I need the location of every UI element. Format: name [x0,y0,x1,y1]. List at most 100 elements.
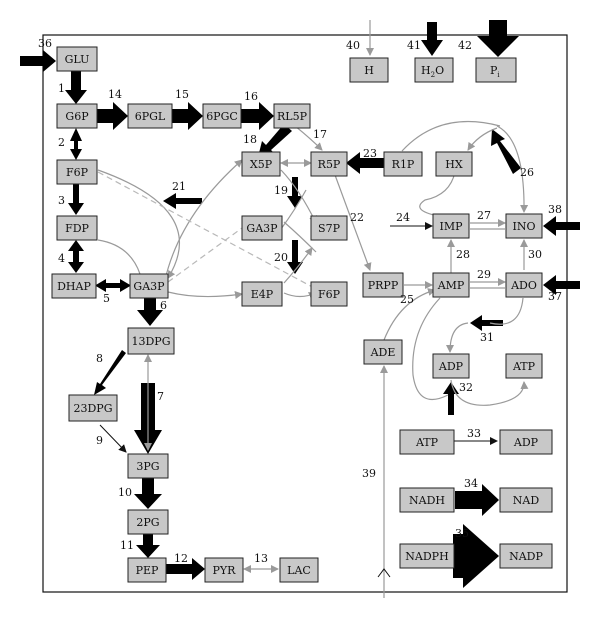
node-6pgl[interactable]: 6PGL [127,103,173,129]
node-13dpg[interactable]: 13DPG [127,327,175,355]
flux-arrow-14 [97,102,128,130]
node-prpp[interactable]: PRPP [362,272,404,298]
node-2pg[interactable]: 2PG [127,509,169,535]
node-g6p[interactable]: G6P [56,103,98,129]
svg-text:ATP: ATP [415,436,439,449]
node-ga3p-mid[interactable]: GA3P [241,215,283,241]
reaction-number-25: 25 [400,293,414,306]
svg-text:RL5P: RL5P [277,110,308,123]
flux-arrow-38 [543,216,580,236]
flux-arrows [20,20,580,588]
svg-text:INO: INO [513,220,536,233]
node-pep[interactable]: PEP [127,557,167,583]
flux-arrow-10 [134,478,162,509]
reaction-number-33: 33 [467,427,481,440]
reaction-number-35: 35 [455,527,469,540]
node-r5p[interactable]: R5P [310,151,348,177]
node-f6p-left[interactable]: F6P [56,159,98,185]
node-adp-33[interactable]: ADP [499,429,553,455]
svg-text:ADO: ADO [510,279,537,292]
svg-text:GA3P: GA3P [246,222,278,235]
flux-arrow-11 [136,533,160,558]
reaction-number-5: 5 [103,292,110,305]
reaction-number-24: 24 [396,211,410,224]
reaction-number-15: 15 [175,88,189,101]
flux-arrow-3 [68,184,84,215]
node-lac[interactable]: LAC [279,557,319,583]
node-ado[interactable]: ADO [505,272,543,298]
svg-text:Pi: Pi [490,64,500,79]
flux-arrow-41 [421,22,443,56]
flux-arrow-15 [172,102,203,130]
node-glu[interactable]: GLU [56,46,98,72]
reaction-number-10: 10 [118,486,132,499]
node-nadh[interactable]: NADH [399,487,455,513]
svg-text:PYR: PYR [213,564,237,577]
node-imp[interactable]: IMP [432,213,470,239]
svg-text:X5P: X5P [250,158,273,171]
flux-arrow-21 [163,193,202,209]
node-pyr[interactable]: PYR [204,557,244,583]
node-ino[interactable]: INO [505,213,543,239]
node-nad[interactable]: NAD [499,487,553,513]
node-fdp[interactable]: FDP [56,215,98,241]
node-r1p[interactable]: R1P [383,151,423,177]
reaction-number-3: 3 [58,194,65,207]
flux-arrow-31 [470,315,503,331]
node-nadp[interactable]: NADP [499,543,553,569]
flux-arrow-36 [20,50,56,72]
flux-arrow-23 [346,152,384,174]
node-e4p[interactable]: E4P [241,281,283,307]
flux-arrow-37 [543,275,580,295]
flux-arrow-20 [287,240,303,274]
svg-text:G6P: G6P [65,110,89,123]
reaction-number-22: 22 [350,211,364,224]
node-pi[interactable]: Pi [475,57,517,83]
node-ade[interactable]: ADE [363,339,403,365]
flux-arrow-26 [491,129,521,174]
node-3pg[interactable]: 3PG [127,453,169,479]
node-hx[interactable]: HX [435,151,473,177]
svg-text:ADP: ADP [513,436,539,449]
svg-text:LAC: LAC [287,564,311,577]
node-ga3p-left[interactable]: GA3P [129,273,169,299]
node-nadph[interactable]: NADPH [399,543,455,569]
node-atp-33[interactable]: ATP [399,429,455,455]
flux-arrow-6 [137,296,163,326]
node-dhap[interactable]: DHAP [51,273,97,299]
node-6pgc[interactable]: 6PGC [202,103,242,129]
node-adp-cycle[interactable]: ADP [432,353,470,379]
flux-arrow-32 [443,382,459,415]
node-s7p[interactable]: S7P [310,215,348,241]
node-h[interactable]: H [349,57,389,83]
node-23dpg[interactable]: 23DPG [68,394,118,422]
node-f6p-mid[interactable]: F6P [310,281,348,307]
svg-text:23DPG: 23DPG [73,402,112,415]
svg-text:R1P: R1P [392,158,415,171]
reaction-number-7: 7 [157,390,164,403]
flux-arrow-8 [94,350,126,395]
svg-text:R5P: R5P [318,158,341,171]
node-atp-cycle[interactable]: ATP [505,353,543,379]
reaction-number-8: 8 [96,352,103,365]
reaction-number-21: 21 [172,180,186,193]
reaction-number-27: 27 [477,209,491,222]
svg-text:NADPH: NADPH [405,550,448,563]
svg-text:AMP: AMP [437,279,465,292]
svg-text:S7P: S7P [318,222,341,235]
reaction-number-2: 2 [58,136,65,149]
flux-arrow-9 [99,424,127,453]
node-rl5p[interactable]: RL5P [273,103,311,129]
svg-text:2PG: 2PG [136,516,159,529]
node-h2o[interactable]: H2O [414,57,454,83]
flux-arrow-2 [70,149,82,160]
node-amp[interactable]: AMP [432,272,470,298]
svg-text:ADE: ADE [370,346,396,359]
reaction-number-14: 14 [108,88,122,101]
reaction-number-42: 42 [458,39,472,52]
node-x5p[interactable]: X5P [241,151,281,177]
flux-arrow-4 [68,240,84,251]
reaction-number-32: 32 [459,381,473,394]
reaction-number-29: 29 [477,268,491,281]
reaction-number-11: 11 [120,539,134,552]
